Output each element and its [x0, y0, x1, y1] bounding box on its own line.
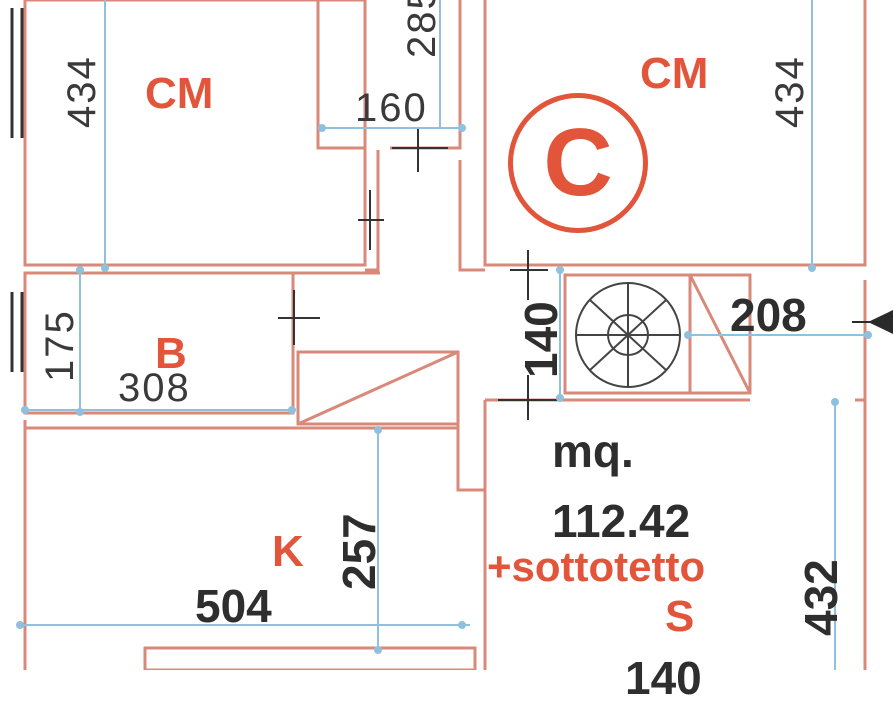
entrance-arrow-icon	[868, 310, 893, 334]
dim-bath-width: 308	[118, 366, 191, 410]
dim-bottom-partial: 140	[625, 652, 702, 704]
dim-kitchen-height: 257	[333, 513, 385, 590]
wall-closet-left	[316, 0, 367, 265]
dim-cm-right-height: 434	[768, 55, 812, 128]
walls	[23, 0, 867, 670]
dimension-lines	[16, 0, 872, 670]
counter-bottom	[143, 646, 477, 670]
door-marks	[278, 128, 560, 420]
dim-bath-height: 175	[38, 309, 82, 382]
copyright-stamp-icon: C	[508, 93, 648, 233]
dim-cm-left-height: 434	[60, 55, 104, 128]
copyright-symbol: C	[543, 109, 613, 216]
spiral-stair	[575, 282, 681, 388]
room-label-kitchen: K	[272, 527, 304, 576]
dim-stair-height: 140	[515, 301, 567, 378]
wall-cm-right	[483, 0, 867, 267]
room-label-s: S	[665, 592, 695, 641]
window-marks	[10, 8, 24, 372]
wall-cm-left	[23, 0, 367, 267]
room-label-cm-right: CM	[640, 49, 709, 98]
dim-kitchen-width: 504	[195, 580, 272, 632]
dim-closet-width: 160	[355, 86, 428, 130]
dim-landing-width: 208	[730, 289, 807, 341]
wall-corridor-post	[365, 150, 380, 272]
area-value: 112.42	[552, 495, 691, 547]
wall-corridor-right	[458, 160, 485, 272]
wall-stair-post	[456, 352, 487, 492]
area-unit: mq.	[552, 425, 634, 477]
stair-diagonal	[297, 350, 459, 426]
area-extra-sottotetto: +sottotetto	[487, 543, 706, 590]
room-label-bath: B	[155, 329, 187, 378]
dim-closet-height: 285	[400, 0, 444, 58]
floor-plan-drawing	[10, 0, 893, 670]
room-label-cm-left: CM	[145, 69, 214, 118]
dim-living-height: 432	[795, 559, 847, 636]
